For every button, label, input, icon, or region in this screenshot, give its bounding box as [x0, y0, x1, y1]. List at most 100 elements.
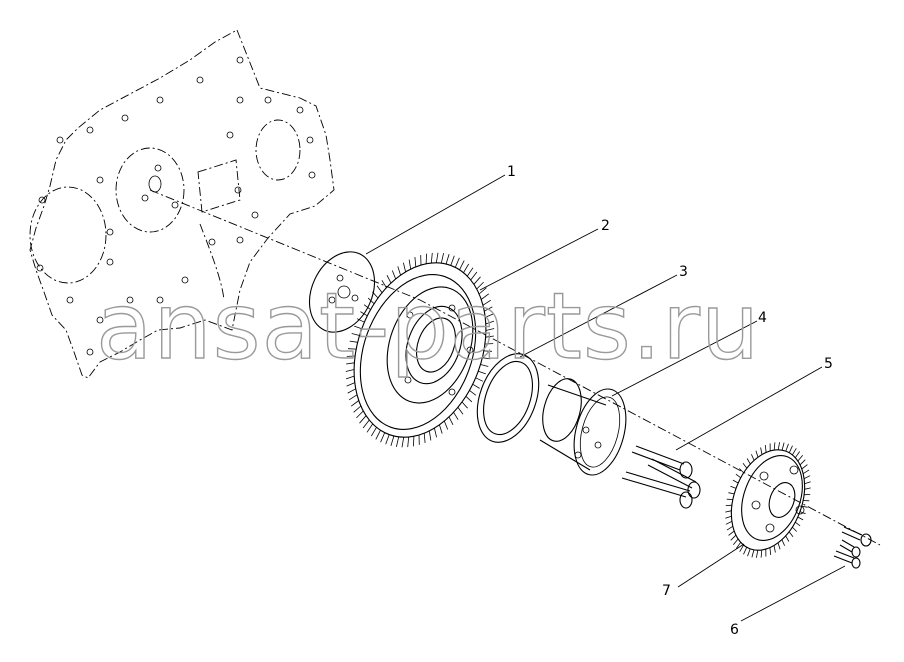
- gear-tooth: [482, 299, 492, 306]
- gear-tooth: [804, 487, 811, 490]
- gear-tooth: [408, 259, 412, 270]
- gear-tooth: [751, 454, 755, 461]
- gear-tooth: [730, 485, 737, 489]
- gear-tooth: [380, 432, 386, 443]
- gear-tooth: [360, 311, 368, 317]
- gear-tooth: [472, 383, 480, 389]
- gear-tooth: [794, 521, 801, 527]
- gear-tooth: [485, 328, 495, 331]
- gear-tooth: [350, 400, 360, 407]
- gear-tooth: [478, 370, 486, 375]
- gear-tooth: [478, 287, 487, 295]
- gear-tooth: [773, 545, 776, 553]
- gear-tooth: [448, 416, 454, 425]
- gear-tooth: [445, 253, 450, 265]
- gear-tooth: [353, 405, 362, 413]
- gear-tooth: [777, 442, 780, 450]
- gear-tooth: [739, 468, 744, 474]
- gear-tooth: [346, 382, 355, 387]
- gear-tooth: [466, 267, 474, 277]
- gear-tooth: [480, 293, 490, 300]
- gear-tooth: [476, 281, 484, 290]
- gear-tooth: [397, 266, 401, 276]
- gear-tooth: [728, 492, 735, 495]
- callout-1: 1: [507, 164, 516, 180]
- gear-tooth: [366, 423, 374, 433]
- gear-tooth: [376, 285, 383, 293]
- gear-tooth: [785, 535, 790, 542]
- gear-tooth: [407, 436, 410, 448]
- gear-tooth: [443, 420, 449, 430]
- gear-tooth: [459, 260, 465, 270]
- gear-tooth: [381, 280, 387, 288]
- gear-tooth: [425, 253, 427, 264]
- engine-front-plate: [29, 29, 335, 379]
- gear-tooth: [799, 511, 806, 515]
- gear-tooth: [375, 430, 381, 440]
- gear-tooth: [345, 369, 355, 372]
- gear-tooth: [428, 430, 432, 441]
- gear-tooth: [453, 412, 459, 420]
- gear-tooth: [756, 550, 759, 558]
- gear-tooth: [461, 401, 468, 409]
- callout-leaders: [365, 174, 846, 622]
- gear-tooth: [485, 320, 495, 325]
- gear-tooth: [413, 436, 415, 447]
- center-axis-line: [149, 189, 881, 546]
- gear-tooth: [735, 473, 742, 479]
- gear-tooth: [802, 469, 810, 475]
- gear-tooth: [485, 313, 494, 318]
- gear-tooth: [348, 394, 358, 401]
- gear-tooth: [797, 516, 804, 521]
- gear-tooth: [755, 450, 759, 458]
- gear-tooth: [732, 479, 739, 484]
- callout-4: 4: [758, 310, 767, 326]
- short-screws: [833, 526, 872, 569]
- gear-tooth: [434, 428, 437, 438]
- gear-tooth: [356, 410, 364, 419]
- gear-tooth: [465, 396, 473, 403]
- gear-tooth: [781, 442, 785, 451]
- gear-tooth: [803, 475, 811, 479]
- gear-tooth: [356, 318, 365, 323]
- gear-tooth: [473, 276, 481, 285]
- gear-tooth: [439, 424, 443, 434]
- gear-tooth: [788, 445, 793, 453]
- gear-tooth: [743, 547, 748, 555]
- gear-tooth: [747, 548, 751, 557]
- gear-tooth: [482, 357, 491, 360]
- gear-tooth: [423, 433, 426, 444]
- gear-tooth: [454, 257, 460, 268]
- gear-tooth: [797, 455, 804, 462]
- callout-6: 6: [730, 622, 739, 638]
- gear-tooth: [469, 390, 477, 396]
- gear-tooth: [457, 407, 464, 415]
- gear-tooth: [363, 304, 371, 310]
- gear-tooth: [349, 340, 358, 343]
- gear-tooth: [760, 447, 763, 455]
- gear-tooth: [470, 271, 478, 281]
- gear-tooth: [769, 547, 772, 555]
- gear-tooth: [396, 436, 400, 447]
- gear-tooth: [785, 443, 789, 452]
- gear-tooth: [346, 362, 355, 365]
- watermark-text: ansat-parts.ru: [96, 273, 760, 380]
- gear-tooth: [742, 463, 748, 469]
- callout-5: 5: [824, 356, 833, 372]
- gear-tooth: [401, 437, 405, 448]
- gear-tooth: [480, 364, 489, 367]
- gear-tooth: [385, 434, 390, 445]
- gear-tooth: [370, 427, 377, 437]
- gear-tooth: [347, 388, 356, 394]
- gear-tooth: [773, 442, 776, 451]
- gear-tooth: [735, 542, 742, 549]
- gear-tooth: [430, 252, 433, 264]
- gear-tooth: [485, 335, 494, 338]
- gear-tooth: [804, 481, 811, 485]
- gear-tooth: [367, 297, 375, 304]
- gear-tooth: [484, 306, 493, 312]
- gear-tooth: [362, 419, 370, 429]
- gear-tooth: [801, 505, 808, 508]
